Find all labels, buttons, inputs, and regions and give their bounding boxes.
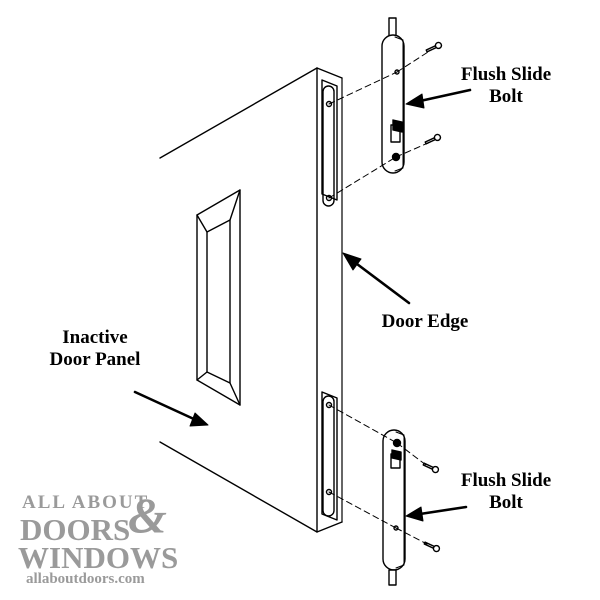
arrow-to-bottom-bolt	[405, 505, 468, 522]
screw-icon	[425, 41, 443, 53]
watermark-url: allaboutdoors.com	[26, 571, 145, 587]
callout-arrows	[133, 88, 472, 522]
arrow-to-top-bolt	[405, 88, 472, 109]
arrow-to-door-edge	[342, 252, 411, 305]
top-flush-slide-bolt	[381, 17, 405, 174]
door-edge-label: Door Edge	[381, 311, 469, 332]
alignment-lines	[328, 51, 429, 545]
bottom-bolt-label: Flush Slide Bolt	[441, 470, 571, 514]
inactive-label-line1: Inactive	[62, 327, 128, 348]
watermark-line3: WINDOWS	[18, 540, 179, 575]
screw-icon	[423, 541, 441, 553]
top-bolt-label: Flush Slide Bolt	[441, 64, 571, 108]
bottom-bolt-label-line2: Bolt	[489, 492, 523, 513]
screw-icon	[424, 133, 442, 145]
top-bolt-label-line1: Flush Slide	[460, 64, 552, 85]
watermark-line2: DOORS	[20, 512, 131, 547]
bottom-mortise-pocket	[321, 391, 338, 521]
screws	[422, 41, 443, 553]
top-mortise-pocket	[321, 79, 338, 207]
inactive-door-panel-label: Inactive Door Panel	[25, 327, 165, 371]
top-bolt-label-line2: Bolt	[489, 86, 523, 107]
watermark-line1: ALL ABOUT	[22, 492, 150, 513]
bottom-bolt-label-line1: Flush Slide	[460, 470, 552, 491]
bottom-flush-slide-bolt	[382, 429, 406, 586]
screw-icon	[422, 462, 440, 474]
arrow-to-inactive-panel	[133, 390, 209, 427]
door-raised-panel	[196, 189, 241, 406]
watermark-ampersand: &	[128, 487, 167, 543]
inactive-door-panel	[159, 67, 343, 533]
inactive-label-line2: Door Panel	[49, 349, 141, 370]
